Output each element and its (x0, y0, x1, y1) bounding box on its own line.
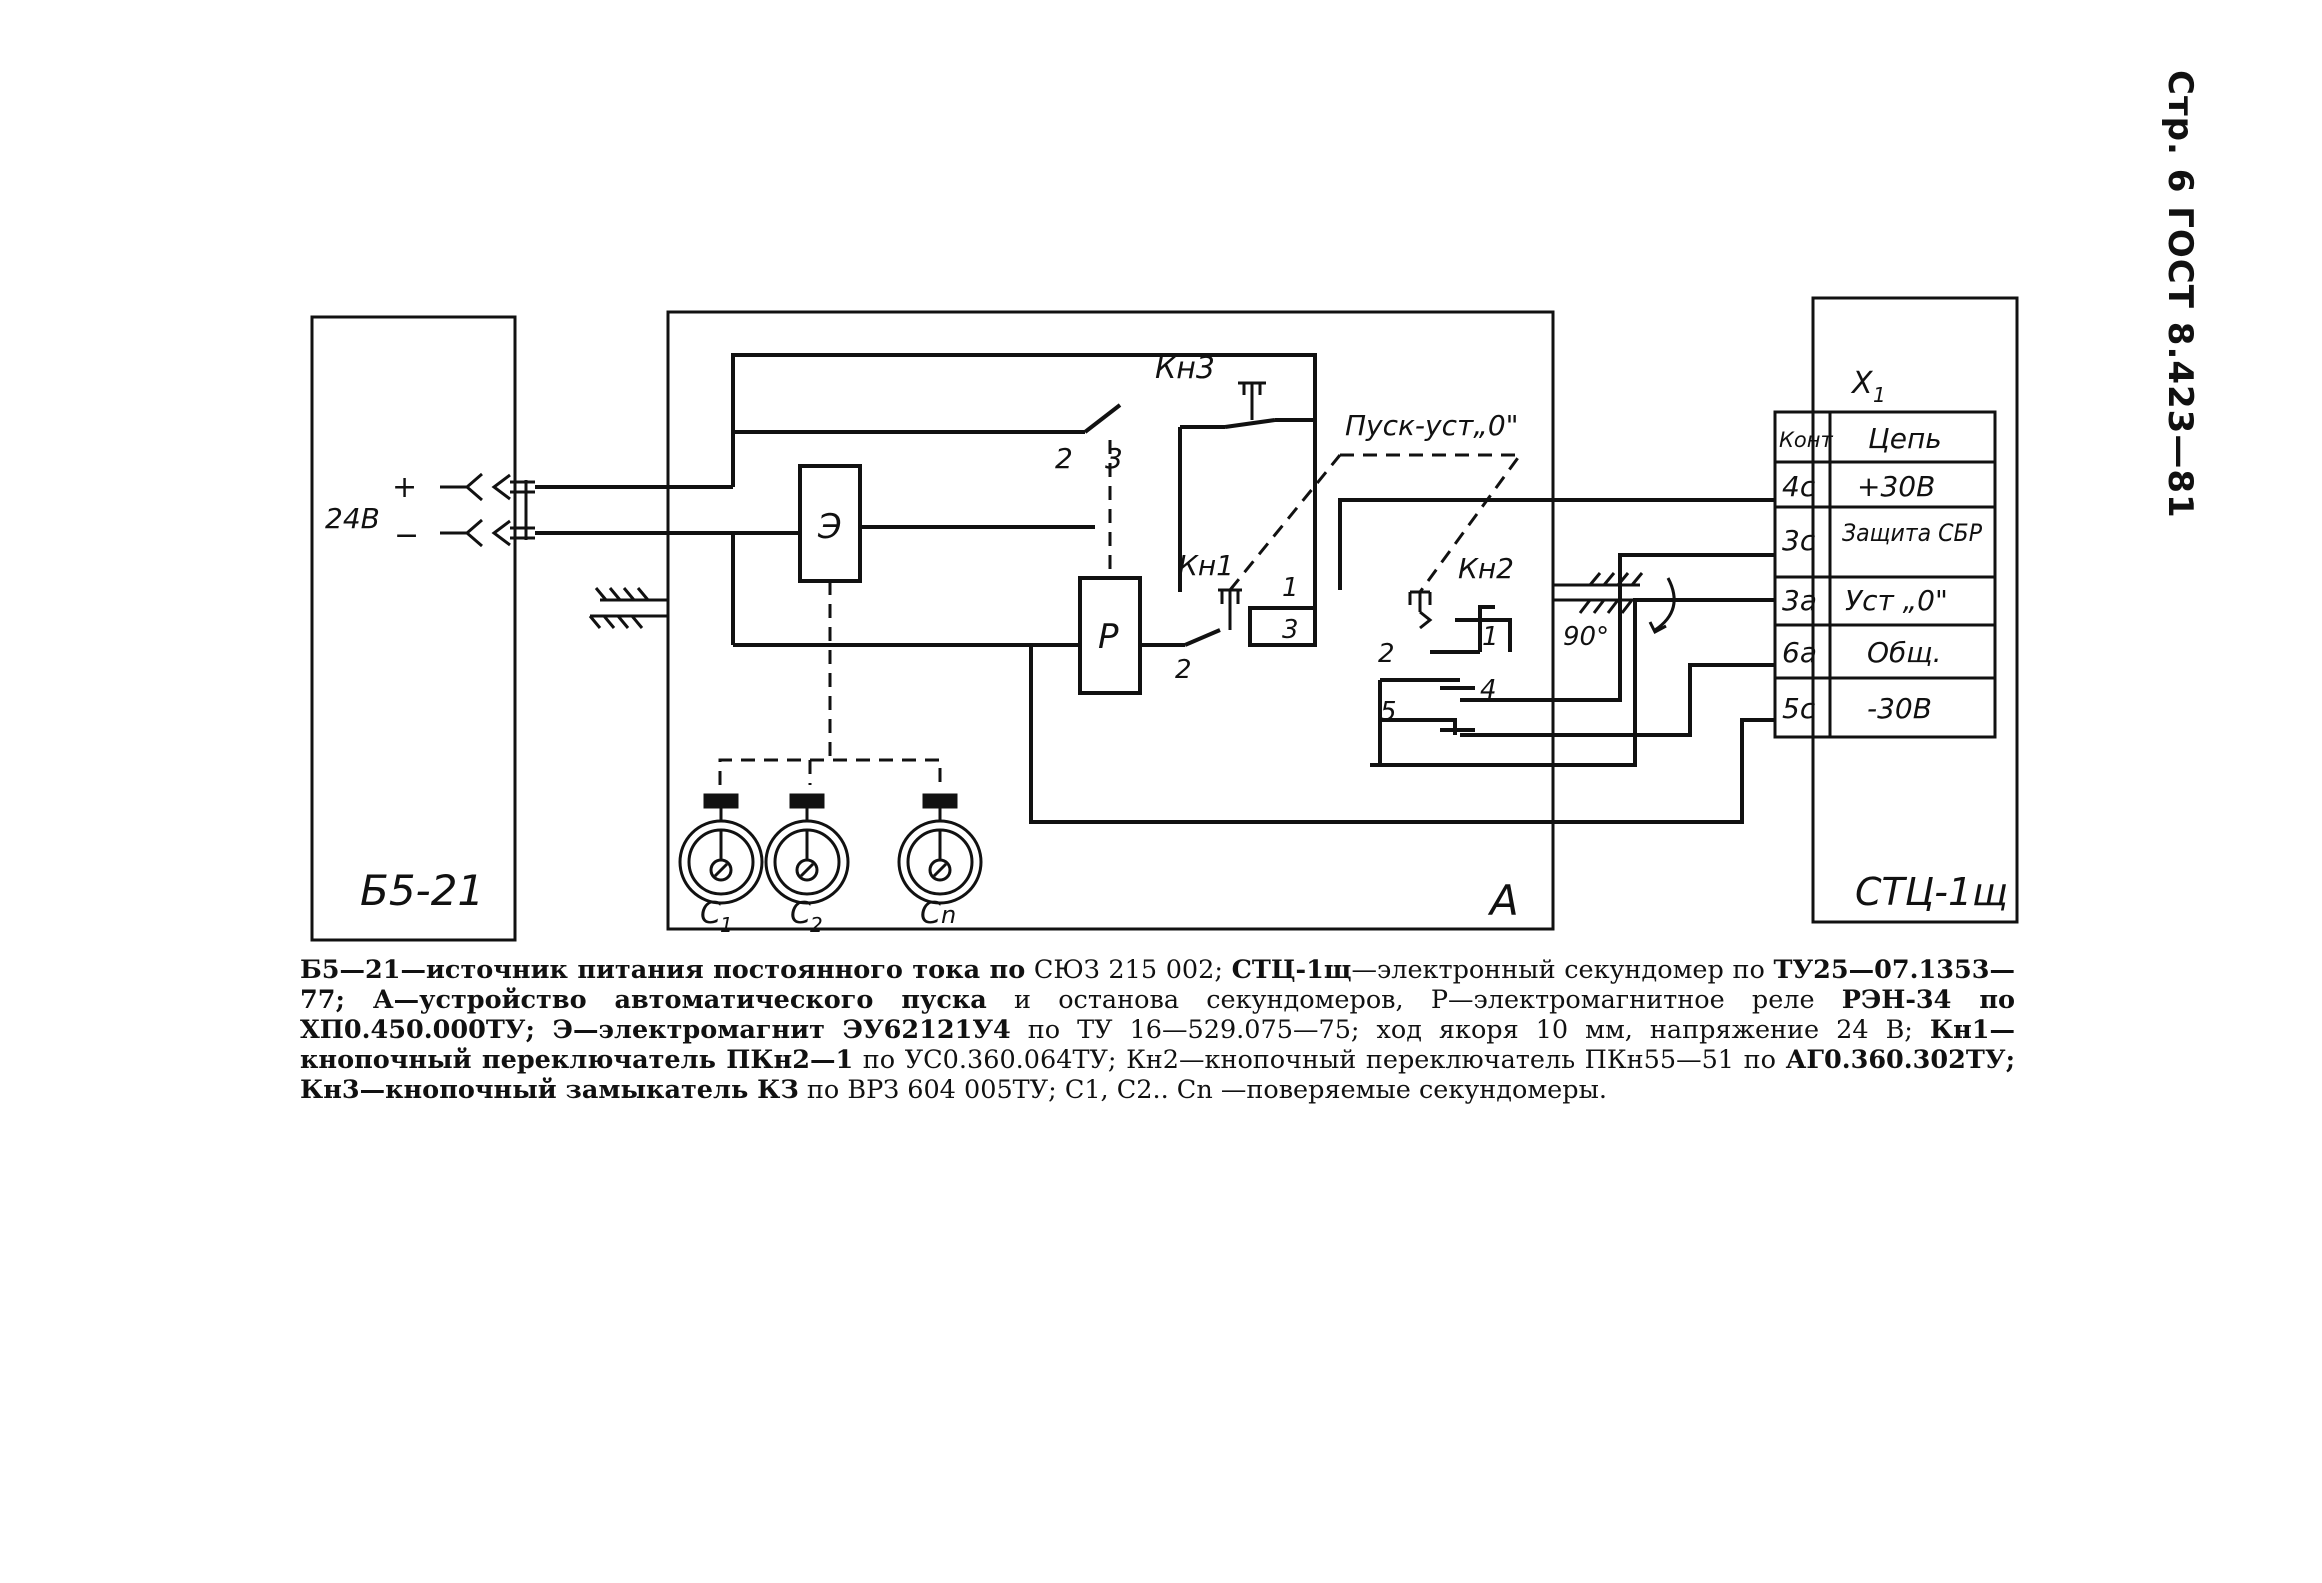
connector-row-1-circuit: +30В (1857, 470, 1935, 503)
supply-voltage-label: 24В (325, 502, 380, 535)
stopwatch-cn-sub: n (941, 901, 956, 929)
connector-row-4-contact: 6а (1782, 636, 1817, 669)
kn3-label: Кн3 (1155, 351, 1215, 386)
relay-label: Р (1098, 617, 1119, 657)
connector-row-3-circuit: Уст „0" (1845, 584, 1948, 617)
stopwatch-group (678, 793, 983, 905)
connector-row-2-circuit: Защита СБР (1842, 519, 1982, 547)
connector-row-3-contact: 3а (1782, 584, 1817, 617)
supply-minus-label: − (394, 518, 419, 553)
stopwatch-c1-sub: 1 (720, 913, 733, 937)
caption-text-1: СЮЗ 215 002; (1025, 955, 1232, 985)
kn2-button (1408, 590, 1433, 630)
caption-text-2: —электронный секундомер по (1351, 955, 1774, 985)
kn1-button (1218, 588, 1242, 630)
kn2-term-5: 5 (1380, 697, 1397, 727)
relay-term-3: 3 (1105, 442, 1123, 475)
connector-title: X (1850, 366, 1874, 401)
device-a-label: А (1487, 876, 1519, 925)
caption-text-3: и останова секундомеров, Р—электромагнит… (986, 985, 1842, 1015)
caption-text-4: по ТУ 16—529.075—75; ход якоря 10 мм, на… (1010, 1015, 1930, 1045)
kn1-term-2: 2 (1175, 655, 1192, 685)
stopwatch-cn (897, 793, 983, 905)
connector-row-1-contact: 4с (1782, 470, 1816, 503)
connector-title-sub: 1 (1873, 383, 1886, 407)
kn2-label: Кн2 (1458, 552, 1514, 585)
mechanical-links (718, 440, 1523, 785)
kn1-label: Кн1 (1178, 549, 1234, 582)
caption-text-6: по ВРЗ 604 005ТУ; С1, С2.. Сn —поверяемы… (798, 1075, 1607, 1105)
kn1-terminal-box (1248, 606, 1317, 647)
kn2-term-1: 1 (1482, 622, 1499, 652)
relay-term-2: 2 (1055, 442, 1073, 475)
stopwatch-c2-sub: 2 (810, 913, 823, 937)
kn1-term-3: 3 (1282, 615, 1299, 645)
connector-row-2-contact: 3с (1782, 524, 1816, 557)
stopwatch-c1-label: С (700, 896, 721, 931)
supply-plus-label: + (392, 470, 417, 505)
connector-header-contact: Конт (1779, 428, 1833, 452)
electromagnet-label: Э (817, 507, 842, 547)
ground-symbol-right (1553, 572, 1676, 635)
stopwatch-c2-label: С (790, 896, 811, 931)
start-reset-label: Пуск-уст„0" (1345, 409, 1519, 442)
figure-caption: Б5—21—источник питания постоянного тока … (300, 955, 2015, 1105)
connector-row-5-contact: 5с (1782, 692, 1816, 725)
stopwatch-unit-block (1811, 296, 2019, 924)
connector-row-4-circuit: Общ. (1867, 636, 1942, 669)
caption-text-5: по УС0.360.064ТУ; Кн2—кнопочный переключ… (853, 1045, 1786, 1075)
kn2-term-2: 2 (1378, 639, 1395, 669)
caption-bold-2: СТЦ-1щ (1231, 955, 1352, 985)
stopwatch-unit-label: СТЦ-1щ (1855, 870, 2008, 914)
supply-connector (440, 472, 535, 548)
caption-bold-3: ТУ25—07.1353—77; А—устройство автоматиче… (300, 955, 2016, 1015)
relay-box (1078, 576, 1142, 695)
device-a-block (666, 310, 1555, 931)
caption-bold-4: РЭН-34 по ХП0.450.000ТУ; Э—электромагнит… (300, 985, 2016, 1045)
connector-header-circuit: Цепь (1868, 422, 1942, 455)
kn3-button (1180, 381, 1266, 429)
connector-table (1773, 410, 1997, 739)
kn2-term-4: 4 (1480, 675, 1497, 705)
caption-bold-6: АГ0.360.302ТУ; Кн3—кнопочный замыкатель … (300, 1045, 2015, 1105)
wiring (535, 353, 1775, 824)
connector-row-5-circuit: -30В (1867, 692, 1932, 725)
stopwatch-cn-label: С (920, 896, 941, 931)
stopwatch-c2 (764, 793, 850, 905)
ground-symbol-left (588, 587, 668, 629)
power-supply-label: Б5-21 (360, 866, 484, 915)
angle-label: 90° (1563, 622, 1609, 652)
power-supply-block (310, 315, 517, 942)
caption-bold-5: Кн1—кнопочный переключатель ПКн2—1 (300, 1015, 2015, 1075)
kn1-term-1: 1 (1282, 573, 1299, 603)
caption-bold-1: Б5—21—источник питания постоянного тока … (300, 955, 1026, 985)
stopwatch-c1 (678, 793, 764, 905)
